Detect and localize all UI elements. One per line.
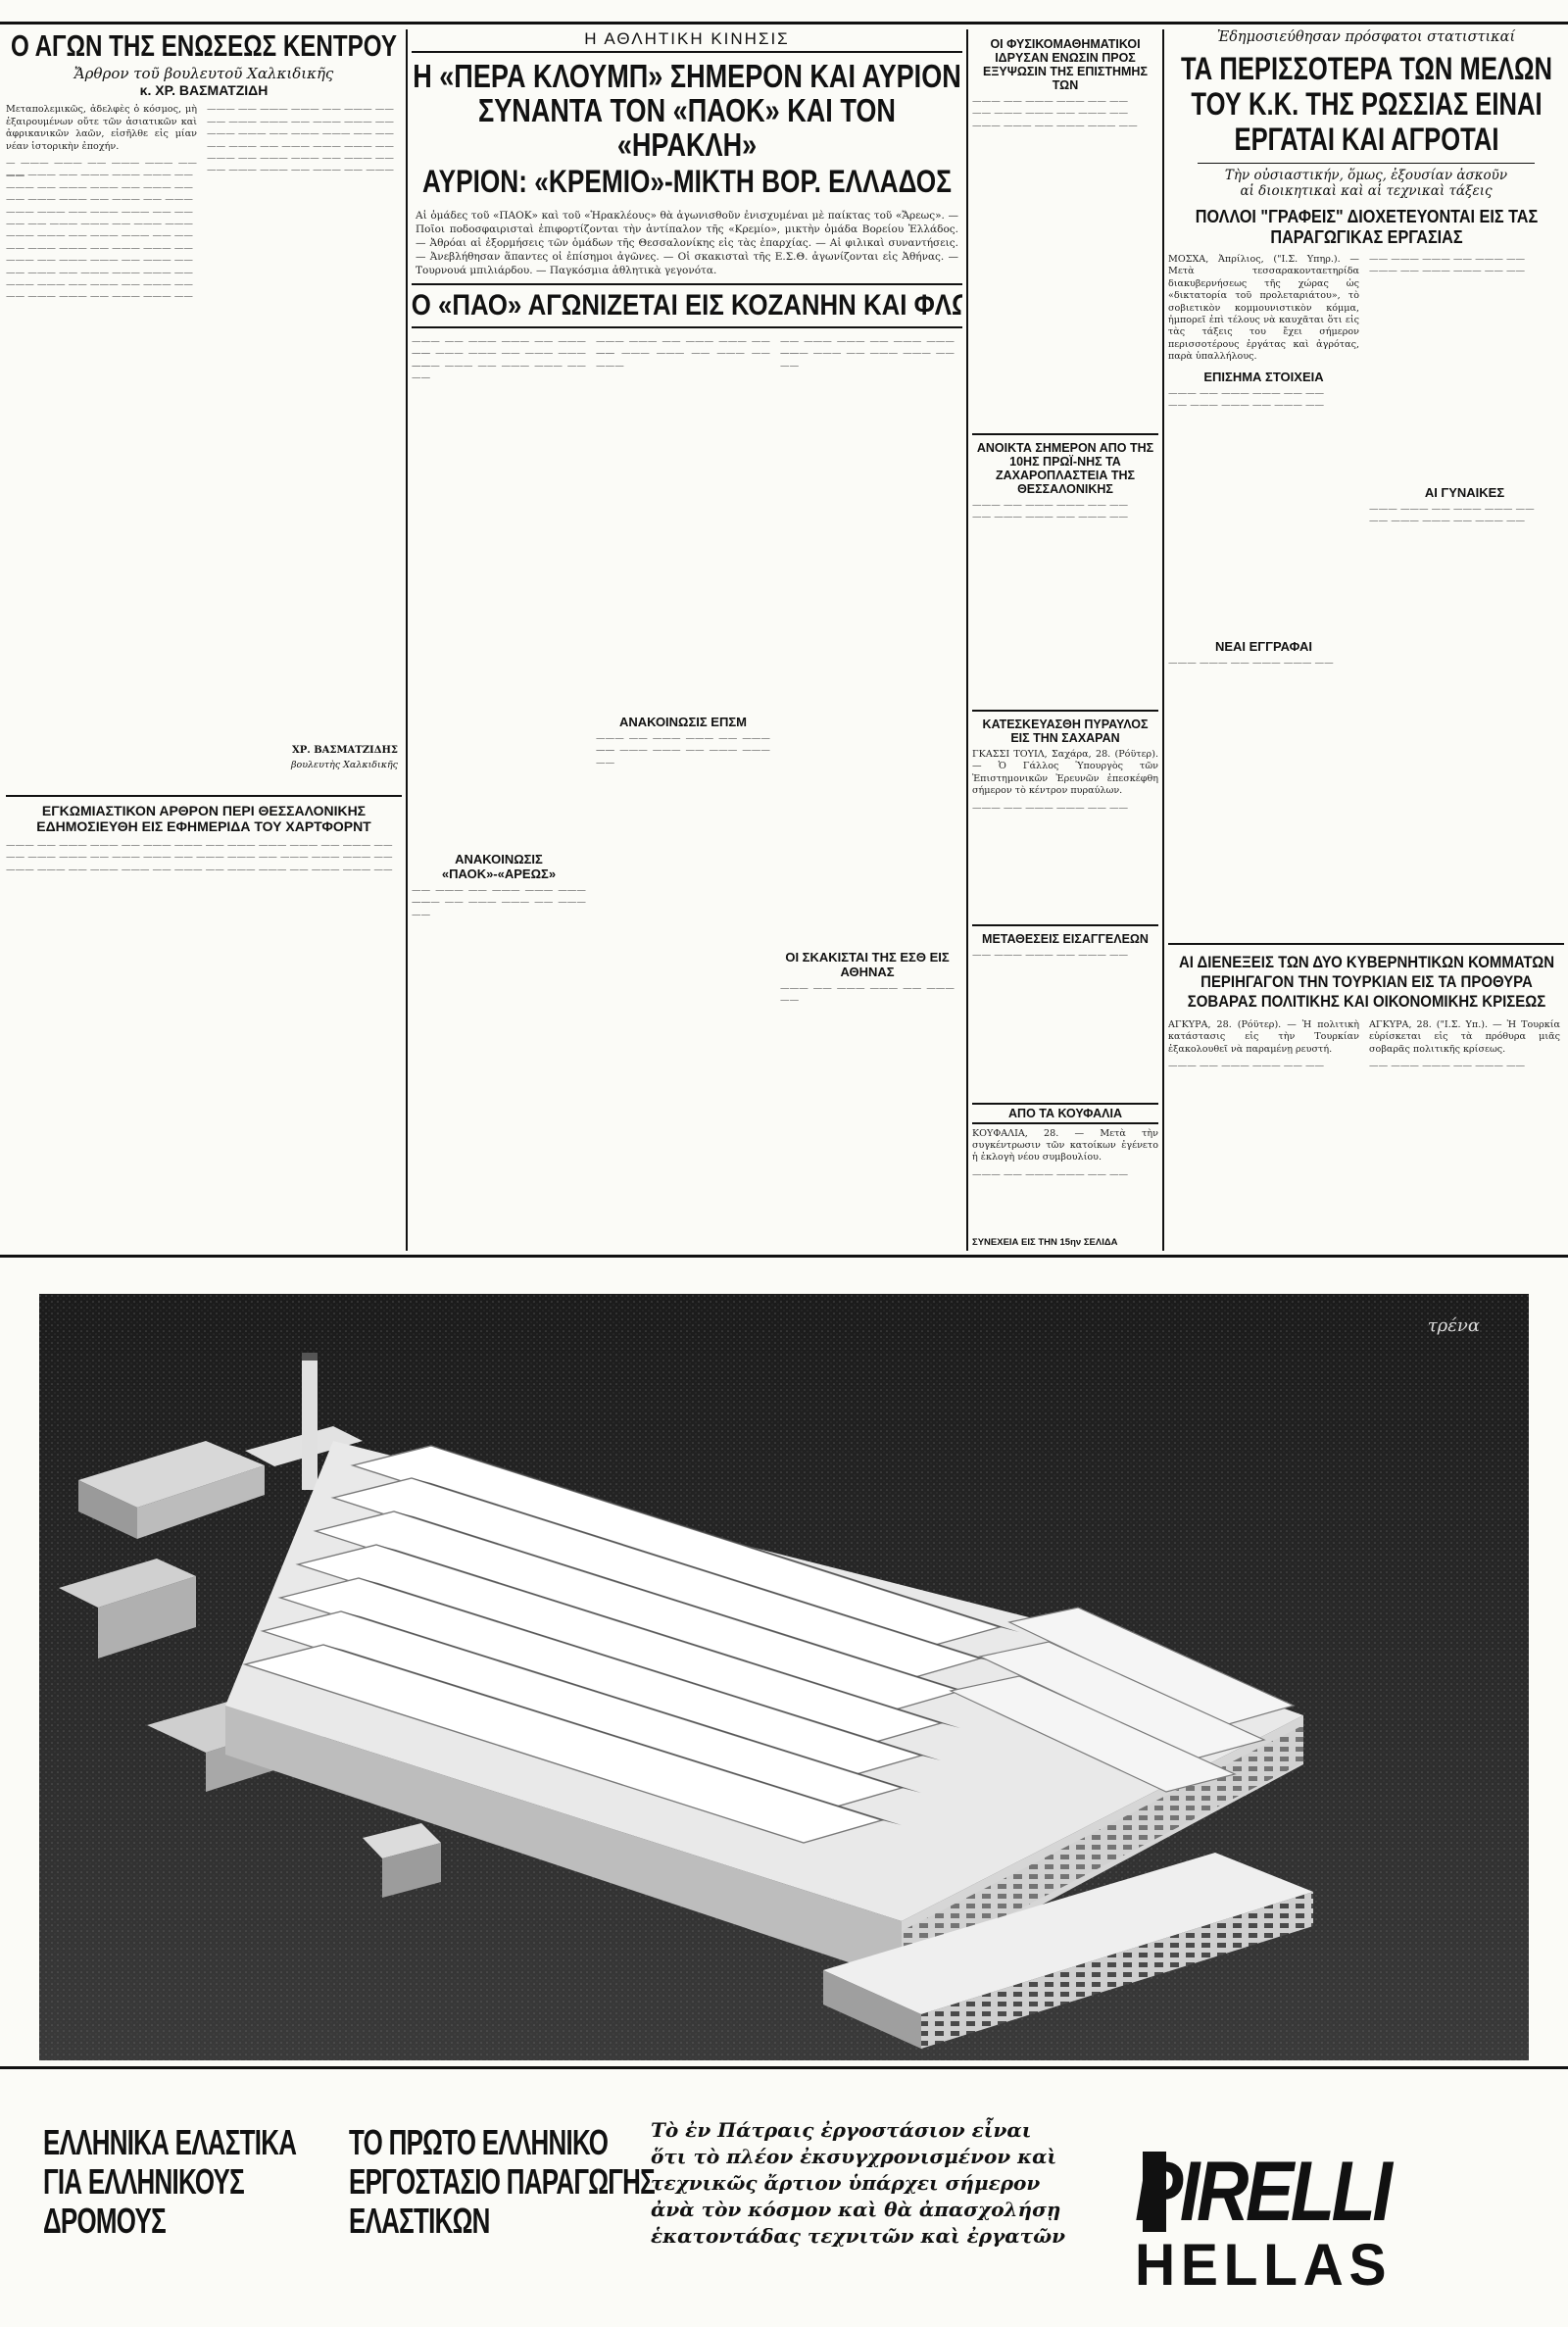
column-soviet-party: Ἐδημοσιεύθησαν πρόσφατοι στατιστικαί ΤΑ … (1168, 29, 1564, 941)
union-centre-byline: Ἄρθρον τοῦ βουλευτοῦ Χαλκιδικῆς (74, 65, 334, 83)
sports-section-title: Η ΑΘΛΗΤΙΚΗ ΚΙΝΗΣΙΣ (412, 29, 962, 53)
sahara-rocket-lead: ΓΚΑΣΣΙ ΤΟΥΙΛ, Σαχάρα, 28. (Ρόϋτερ). — Ὁ … (972, 749, 1158, 797)
main-factory-building (225, 1441, 1303, 1980)
turkey-dateline-2: ΑΓΚΥΡΑ, 28. ("Ι.Σ. Υπ.). — Ἡ Τουρκία εὑρ… (1369, 1019, 1560, 1055)
ad-claim-line-1: ΤΟ ΠΡΩΤΟ ΕΛΛΗΝΙΚΟ (349, 2122, 609, 2162)
pao-headline: Ο «ΠΑΟ» ΑΓΩΝΙΖΕΤΑΙ ΕΙΣ ΚΟΖΑΝΗΝ ΚΑΙ ΦΛΩΡΙ… (412, 283, 962, 328)
new-registrations-title: ΝΕΑΙ ΕΓΓΡΑΦΑΙ (1214, 638, 1313, 654)
union-centre-body-text-2: ——— —— ——— ——— —— ——— ———— ——— ——— —— ——… (207, 104, 394, 176)
story-divider (972, 710, 1158, 712)
ad-slogan-line-1: ΕΛΛΗΝΙΚΑ ΕΛΑΣΤΙΚΑ (43, 2122, 297, 2162)
photo-top-rule (0, 1255, 1568, 1258)
column-union-of-centre: Ο ΑΓΩΝ ΤΗΣ ΕΝΩΣΕΩΣ ΚΕΝΤΡΟΥ Ἄρθρον τοῦ βο… (6, 29, 402, 1286)
union-centre-body-text-1: — ——— ——— —— ——— ——— —— ———— ——— —— ——— … (6, 158, 197, 303)
turkey-crisis-story: ΑΙ ΔΙΕΝΕΞΕΙΣ ΤΩΝ ΔΥΟ ΚΥΒΕΡΝΗΤΙΚΩΝ ΚΟΜΜΑΤ… (1168, 943, 1564, 1251)
ad-copy: Τὸ ἐν Πάτραις ἐργοστάσιον εἶναι ὅτι τὸ π… (651, 2117, 1111, 2250)
koufalia-body: ——— —— ——— ——— —— —— (972, 1168, 1129, 1180)
union-centre-signature-role: βουλευτὴς Χαλκιδικῆς (290, 760, 398, 771)
turkey-headline: ΑΙ ΔΙΕΝΕΞΕΙΣ ΤΩΝ ΔΥΟ ΚΥΒΕΡΝΗΤΙΚΩΝ ΚΟΜΜΑΤ… (1178, 953, 1555, 1011)
sports-body-text-1: ——— —— ——— ——— —— ——— ———— ——— ——— —— ——… (412, 336, 586, 384)
turkey-dateline-1: ΑΓΚΥΡΑ, 28. (Ρόϋτερ). — Ἡ πολιτικὴ κατάσ… (1168, 1019, 1359, 1055)
ad-claim: ΤΟ ΠΡΩΤΟ ΕΛΛΗΝΙΚΟ ΕΡΓΟΣΤΑΣΙΟ ΠΑΡΑΓΩΓΗΣ Ε… (349, 2122, 656, 2241)
column-sports: Η ΑΘΛΗΤΙΚΗ ΚΙΝΗΣΙΣ Η «ΠΕΡΑ ΚΛΟΥΜΠ» ΣΗΜΕΡ… (412, 29, 962, 1286)
union-centre-lead: Μεταπολεμικῶς, ἀδελφὲς ὁ κόσμος, μὴ ἐξαι… (6, 104, 197, 152)
soviet-body-text-4: ——— ——— —— ——— ——— ———— ——— ——— —— ——— —… (1369, 504, 1535, 527)
turkey-body-2: —— ——— ——— —— ——— —— (1369, 1061, 1526, 1072)
sports-body-text-2: —— ——— —— ——— ——— ——— ————— —— ——— ——— —… (412, 885, 586, 920)
pirelli-long-p-bar (1143, 2152, 1166, 2232)
kremio-headline: ΑΥΡΙΟΝ: «ΚΡΕΜΙΟ»-ΜΙΚΤΗ ΒΟΡ. ΕΛΛΑΔΟΣ (422, 164, 952, 199)
pastry-shops-body: ——— —— ——— ——— —— ———— ——— ——— —— ——— —— (972, 500, 1129, 523)
prosecutor-transfers-body: —— ——— ——— —— ——— —— (972, 949, 1129, 961)
ad-slogan-line-3: ΔΡΟΜΟΥΣ (43, 2201, 167, 2241)
physicists-body: ——— —— ——— ——— —— ———— ——— ——— —— ——— ——… (972, 96, 1138, 131)
column-rule (406, 29, 408, 1251)
soviet-body-text-2: ——— ——— —— ——— ——— —— (1168, 657, 1334, 668)
sports-body-text-3: ——— ——— —— ——— ——— —— ———— ——— ——— —— ——… (596, 336, 770, 371)
ad-copy-line-4: ἀνὰ τὸν κόσμον καὶ θὰ ἀπασχολήσῃ (651, 2198, 1061, 2221)
soviet-headline-2: ΠΟΛΛΟΙ "ΓΡΑΦΕΙΣ" ΔΙΟΧΕΤΕΥΟΝΤΑΙ ΕΙΣ ΤΑΣ Π… (1195, 207, 1539, 247)
chess-players-title: ΟΙ ΣΚΑΚΙΣΤΑΙ ΤΗΣ ΕΣΘ ΕΙΣ ΑΘΗΝΑΣ (785, 950, 950, 979)
turkey-body-1: ——— —— ——— ——— —— —— (1168, 1061, 1325, 1072)
story-divider (972, 433, 1158, 435)
women-title: ΑΙ ΓΥΝΑΙΚΕΣ (1424, 485, 1505, 500)
chimney (302, 1353, 318, 1490)
sahara-rocket-headline: ΚΑΤΕΣΚΕΥΑΣΘΗ ΠΥΡΑΥΛΟΣ ΕΙΣ ΤΗΝ ΣΑΧΑΡΑΝ (982, 718, 1149, 745)
ad-copy-line-3: τεχνικῶς ἄρτιον ὑπάρχει σήμερον (651, 2171, 1041, 2195)
pera-club-headline: Η «ΠΕΡΑ ΚΛΟΥΜΠ» ΣΗΜΕΡΟΝ ΚΑΙ ΑΥΡΙΟΝ ΣΥΝΑΝ… (413, 58, 961, 163)
top-rule (0, 22, 1568, 25)
paok-ares-announcement-title: ΑΝΑΚΟΙΝΩΣΙΣ «ΠΑΟΚ»-«ΑΡΕΩΣ» (441, 852, 557, 881)
soviet-body-text-1: ——— —— ——— ——— —— ———— ——— ——— —— ——— —— (1168, 387, 1325, 412)
pastry-shops-headline: ΑΝΟΙΚΤΑ ΣΗΜΕΡΟΝ ΑΠΟ ΤΗΣ 10ΗΣ ΠΡΩΪ-ΝΗΣ ΤΑ… (976, 441, 1154, 496)
ad-slogan: ΕΛΛΗΝΙΚΑ ΕΛΑΣΤΙΚΑ ΓΙΑ ΕΛΛΗΝΙΚΟΥΣ ΔΡΟΜΟΥΣ (43, 2122, 297, 2241)
union-centre-author: κ. ΧΡ. ΒΑΣΜΑΤΖΙΔΗ (139, 82, 269, 99)
ad-top-rule (0, 2066, 1568, 2069)
hellas-wordmark: HELLAS (1135, 2232, 1393, 2298)
sports-summary: Αἱ ὁμάδες τοῦ «ΠΑΟΚ» καὶ τοῦ «Ἡρακλέους»… (416, 210, 958, 276)
ad-slogan-line-2: ΓΙΑ ΕΛΛΗΝΙΚΟΥΣ (43, 2161, 245, 2202)
story-divider (6, 795, 402, 798)
photo-credit: τρένα (1428, 1315, 1480, 1336)
physicists-headline: ΟΙ ΦΥΣΙΚΟΜΑΘΗΜΑΤΙΚΟΙ ΙΔΡΥΣΑΝ ΕΝΩΣΙΝ ΠΡΟΣ… (983, 37, 1148, 92)
story-divider (972, 923, 1158, 926)
sports-body-text-6: ——— —— ——— ——— —— ——— —— (780, 983, 955, 1007)
sports-body-text-4: ——— —— ——— ——— —— ——— ———— ——— ——— —— ——… (596, 733, 770, 768)
sports-body-text-5: —— ——— ——— —— ——— ——— ————— ——— —— ——— —… (780, 336, 955, 371)
pirelli-logo: PIRELLI HELLAS (1135, 2145, 1531, 2298)
soviet-kicker: Ἐδημοσιεύθησαν πρόσφατοι στατιστικαί (1216, 29, 1516, 45)
ad-copy-line-1: Τὸ ἐν Πάτραις ἐργοστάσιον εἶναι (651, 2118, 1032, 2142)
soviet-deck-2: αἱ διοικητικαὶ καὶ αἱ τεχνικαὶ τάξεις (1240, 183, 1493, 199)
ad-copy-line-2: ὅτι τὸ πλέον ἐκσυγχρονισμένον καὶ (651, 2145, 1057, 2168)
koufalia-headline: ΑΠΟ ΤΑ ΚΟΥΦΑΛΙΑ (972, 1102, 1158, 1124)
factory-aerial-photograph: τρένα (39, 1294, 1529, 2060)
soviet-deck-1: Τὴν οὐσιαστικήν, ὅμως, ἐξουσίαν ἀσκοῦν (1224, 168, 1508, 183)
office-block (823, 1853, 1313, 2049)
koufalia-lead: ΚΟΥΦΑΛΙΑ, 28. — Μετὰ τὴν συγκέντρωσιν τῶ… (972, 1127, 1158, 1164)
soviet-headline: ΤΑ ΠΕΡΙΣΣΟΤΕΡΑ ΤΩΝ ΜΕΛΩΝ ΤΟΥ Κ.Κ. ΤΗΣ ΡΩ… (1181, 51, 1552, 157)
ad-claim-line-3: ΕΛΑΣΤΙΚΩΝ (349, 2201, 490, 2241)
soviet-body-text-3: —— ——— ——— —— ——— ————— —— ——— ——— —— —— (1369, 254, 1526, 277)
union-centre-signature: ΧΡ. ΒΑΣΜΑΤΖΙΔΗΣ (291, 745, 398, 757)
ad-claim-line-2: ΕΡΓΟΣΤΑΣΙΟ ΠΑΡΑΓΩΓΗΣ (349, 2161, 656, 2202)
continuation-note: ΣΥΝΕΧΕΙΑ ΕΙΣ ΤΗΝ 15ην ΣΕΛΙΔΑ (972, 1237, 1118, 1248)
column-physicists: ΟΙ ΦΥΣΙΚΟΜΑΘΗΜΑΤΙΚΟΙ ΙΔΡΥΣΑΝ ΕΝΩΣΙΝ ΠΡΟΣ… (972, 29, 1158, 1286)
prosecutor-transfers-headline: ΜΕΤΑΘΕΣΕΙΣ ΕΙΣΑΓΓΕΛΕΩΝ (982, 931, 1149, 946)
union-centre-headline: Ο ΑΓΩΝ ΤΗΣ ΕΝΩΣΕΩΣ ΚΕΝΤΡΟΥ (10, 29, 398, 63)
column-rule (1162, 29, 1164, 1251)
hartford-article-headline: ΕΓΚΩΜΙΑΣΤΙΚΟΝ ΑΡΘΡΟΝ ΠΕΡΙ ΘΕΣΣΑΛΟΝΙΚΗΣ Ε… (36, 803, 371, 835)
hartford-article-body: ——— —— ——— ——— —— ——— ——— —— ——— ——— ———… (6, 840, 393, 875)
soviet-lead: ΜΟΣΧΑ, Ἀπρίλιος, ("Ι.Σ. Υπηρ.). — Μετὰ τ… (1168, 254, 1359, 363)
ad-copy-line-5: ἑκατοντάδας τεχνιτῶν καὶ ἐργατῶν (651, 2224, 1066, 2248)
official-figures-title: ΕΠΙΣΗΜΑ ΣΤΟΙΧΕΙΑ (1203, 369, 1324, 384)
column-rule (966, 29, 968, 1251)
epsm-announcement-title: ΑΝΑΚΟΙΝΩΣΙΣ ΕΠΣΜ (618, 715, 747, 729)
sahara-rocket-body: ——— —— ——— ——— —— —— (972, 802, 1129, 814)
pirelli-wordmark: PIRELLI (1135, 2145, 1393, 2239)
